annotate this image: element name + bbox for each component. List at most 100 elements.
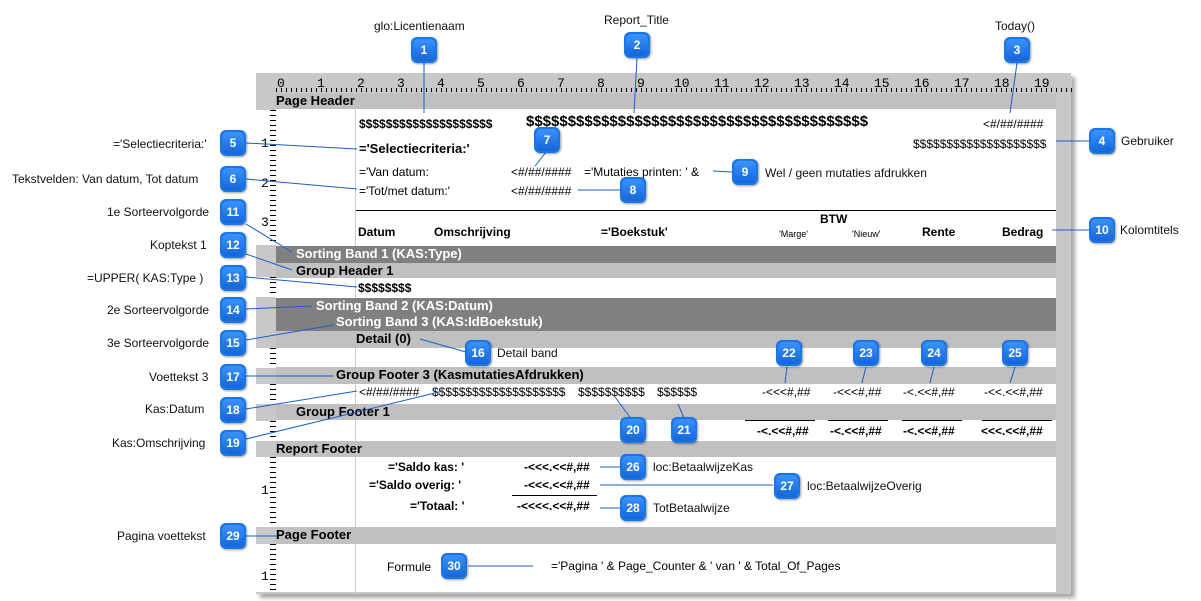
ruler-number: 17 [954,76,970,91]
callout-badge-12[interactable]: 12 [220,232,246,258]
badge-number: 3 [1013,43,1021,57]
group-footer3-section[interactable] [276,384,1056,404]
page-footer-section[interactable] [276,544,1056,592]
callout-badge-16[interactable]: 16 [465,340,491,366]
badge-number: 9 [741,165,749,179]
callout-badge-13[interactable]: 13 [220,265,246,291]
callout-badge-10[interactable]: 10 [1089,217,1115,243]
callout-badge-4[interactable]: 4 [1089,128,1115,154]
total-25[interactable]: <<<.<<#,## [981,424,1043,438]
report-footer-section[interactable] [276,457,1056,527]
field-22[interactable]: -<<<#,## [762,385,811,399]
column-datum[interactable]: Datum [358,225,396,239]
gebruiker-field[interactable]: $$$$$$$$$$$$$$$$$$$$ [913,137,1047,151]
sum-rule [745,420,815,421]
mutaties-field[interactable]: ='Mutaties printen: ' & [584,165,699,179]
callout-badge-17[interactable]: 17 [220,364,246,390]
kas-omschrijving-field[interactable]: $$$$$$$$$$$$$$$$$$$$ [432,385,566,399]
callout-badge-18[interactable]: 18 [220,397,246,423]
page-header-band[interactable]: Page Header [276,93,1056,109]
column-marge[interactable]: 'Marge' [779,229,808,239]
van-datum-label[interactable]: ='Van datum: [359,165,429,179]
ruler-number: 18 [994,76,1010,91]
horizontal-ruler: 0 1 2 3 4 5 6 7 8 9 10 11 12 13 14 15 16… [276,76,1072,92]
upper-type-field[interactable]: $$$$$$$$ [358,281,412,295]
column-boekstuk[interactable]: ='Boekstuk' [601,225,668,239]
field-25[interactable]: -<<.<<#,## [984,385,1043,399]
annotation-pagina-voettekst: Pagina voettekst [117,529,206,543]
callout-badge-1[interactable]: 1 [411,37,437,63]
callout-badge-3[interactable]: 3 [1004,37,1030,63]
kas-datum-field[interactable]: <#/##/#### [359,385,420,399]
callout-badge-8[interactable]: 8 [620,177,646,203]
van-datum-field[interactable]: <#/##/#### [511,165,572,179]
group-header-section[interactable] [276,278,1056,298]
saldo-kas-label[interactable]: ='Saldo kas: ' [388,460,465,474]
callout-badge-26[interactable]: 26 [620,454,646,480]
saldo-overig-label[interactable]: ='Saldo overig: ' [369,478,462,492]
band-label: Sorting Band 2 (KAS:Datum) [316,298,493,313]
totmet-datum-label[interactable]: ='Tot/met datum:' [359,184,450,198]
group-footer-1-band[interactable]: Group Footer 1 [276,404,1056,420]
badge-number: 15 [226,336,240,350]
ruler-number: 12 [754,76,770,91]
group-header-1-band[interactable]: Group Header 1 [276,263,1056,278]
field-24[interactable]: -<.<<#,## [903,385,955,399]
callout-badge-28[interactable]: 28 [620,495,646,521]
sorting-band-1[interactable]: Sorting Band 1 (KAS:Type) [276,246,1056,263]
callout-badge-14[interactable]: 14 [220,297,246,323]
column-bedrag[interactable]: Bedrag [1002,225,1044,239]
callout-badge-2[interactable]: 2 [624,32,650,58]
totaal-label[interactable]: ='Totaal: ' [410,499,465,513]
totaal-field[interactable]: -<<<<.<<#,## [517,499,590,513]
total-22[interactable]: -<.<<#,## [757,424,809,438]
pagina-formula-field[interactable]: ='Pagina ' & Page_Counter & ' van ' & To… [551,559,841,573]
licentienaam-field[interactable]: $$$$$$$$$$$$$$$$$$$$ [359,117,493,131]
column-rente[interactable]: Rente [922,225,956,239]
callout-badge-21[interactable]: 21 [671,417,697,443]
saldo-kas-field[interactable]: -<<<.<<#,## [524,460,590,474]
ruler-number: 4 [437,76,445,91]
ruler-number: 6 [517,76,525,91]
report-title-field[interactable]: $$$$$$$$$$$$$$$$$$$$$$$$$$$$$$$$$$$$$$$$… [526,113,869,130]
total-24[interactable]: -<.<<#,## [903,424,955,438]
group-footer-3-band[interactable]: Group Footer 3 (KasmutatiesAfdrukken) [276,367,1056,384]
ruler-number: 11 [714,76,730,91]
callout-badge-30[interactable]: 30 [441,553,467,579]
total-23[interactable]: -<.<<#,## [830,424,882,438]
column-btw[interactable]: BTW [820,212,848,226]
callout-badge-19[interactable]: 19 [220,430,246,456]
group-footer1-section[interactable] [276,420,1056,441]
report-footer-band[interactable]: Report Footer [276,441,1056,457]
badge-number: 29 [226,529,240,543]
badge-number: 7 [543,133,551,147]
page-header-section[interactable] [276,109,1056,246]
callout-badge-9[interactable]: 9 [732,159,758,185]
callout-badge-7[interactable]: 7 [534,127,560,153]
callout-badge-23[interactable]: 23 [853,340,879,366]
column-nieuw[interactable]: 'Nieuw' [852,229,881,239]
callout-badge-15[interactable]: 15 [220,330,246,356]
field-21[interactable]: $$$$$$ [657,385,698,399]
callout-badge-5[interactable]: 5 [220,130,246,156]
totmet-datum-field[interactable]: <#/##/#### [511,184,572,198]
sorting-band-2[interactable]: Sorting Band 2 (KAS:Datum) [276,298,1056,314]
callout-badge-20[interactable]: 20 [620,417,646,443]
callout-badge-11[interactable]: 11 [220,199,246,225]
sorting-band-3[interactable]: Sorting Band 3 (KAS:IdBoekstuk) [276,314,1056,331]
page-footer-band[interactable]: Page Footer [276,527,1056,544]
badge-number: 12 [226,238,240,252]
field-23[interactable]: -<<<#,## [833,385,882,399]
callout-badge-24[interactable]: 24 [921,340,947,366]
callout-badge-27[interactable]: 27 [774,473,800,499]
selectiecriteria-field[interactable]: ='Selectiecriteria:' [359,141,470,156]
saldo-overig-field[interactable]: -<<<.<<#,## [524,478,590,492]
callout-badge-22[interactable]: 22 [776,340,802,366]
callout-badge-6[interactable]: 6 [220,166,246,192]
callout-badge-25[interactable]: 25 [1002,340,1028,366]
callout-badge-29[interactable]: 29 [220,523,246,549]
column-omschrijving[interactable]: Omschrijving [434,225,511,239]
ruler-number: 7 [557,76,565,91]
today-field[interactable]: <#/##/#### [983,117,1044,131]
field-20[interactable]: $$$$$$$$$$ [578,385,645,399]
